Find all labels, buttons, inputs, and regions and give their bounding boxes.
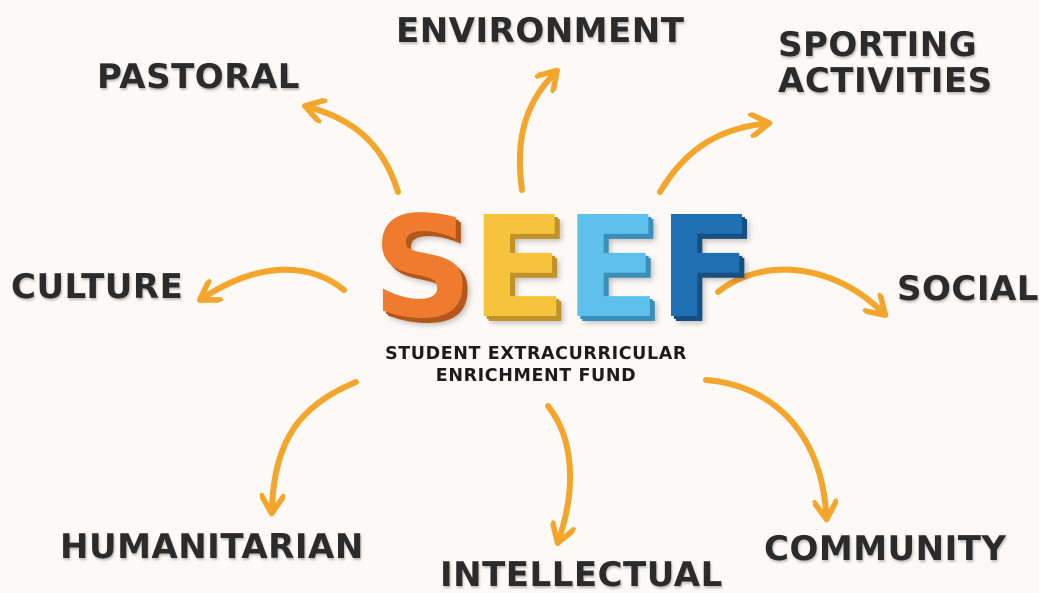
label-environment: ENVIRONMENT — [396, 11, 685, 51]
arrow-sporting — [657, 124, 762, 195]
arrow-community — [703, 377, 826, 512]
logo-letter-e2: E — [564, 187, 660, 350]
label-social: SOCIAL — [897, 269, 1039, 309]
label-sporting-line2: ACTIVITIES — [778, 60, 993, 101]
seef-logo: S E E F — [372, 187, 754, 350]
label-community: COMMUNITY — [764, 529, 1007, 569]
arrow-culture — [206, 266, 347, 296]
label-humanitarian: HUMANITARIAN — [60, 527, 364, 567]
logo-letter-s: S — [372, 187, 473, 350]
arrow-intellectual — [545, 403, 570, 536]
logo-letter-e1: E — [470, 187, 567, 350]
arrow-pastoral — [312, 108, 401, 195]
logo-subtitle: STUDENT EXTRACURRICULAR ENRICHMENT FUND — [360, 344, 712, 388]
subtitle-line2: ENRICHMENT FUND — [435, 365, 637, 386]
label-intellectual: INTELLECTUAL — [440, 555, 723, 593]
arrow-social — [715, 266, 880, 310]
label-culture: CULTURE — [11, 267, 184, 307]
label-sporting-activities: SPORTING ACTIVITIES — [778, 25, 993, 101]
logo-letter-f: F — [658, 187, 754, 350]
label-sporting-line1: SPORTING — [778, 25, 978, 65]
arrow-environment — [516, 76, 552, 193]
label-pastoral: PASTORAL — [97, 57, 300, 97]
subtitle-line1: STUDENT EXTRACURRICULAR — [385, 344, 687, 364]
arrow-humanitarian — [272, 379, 359, 506]
